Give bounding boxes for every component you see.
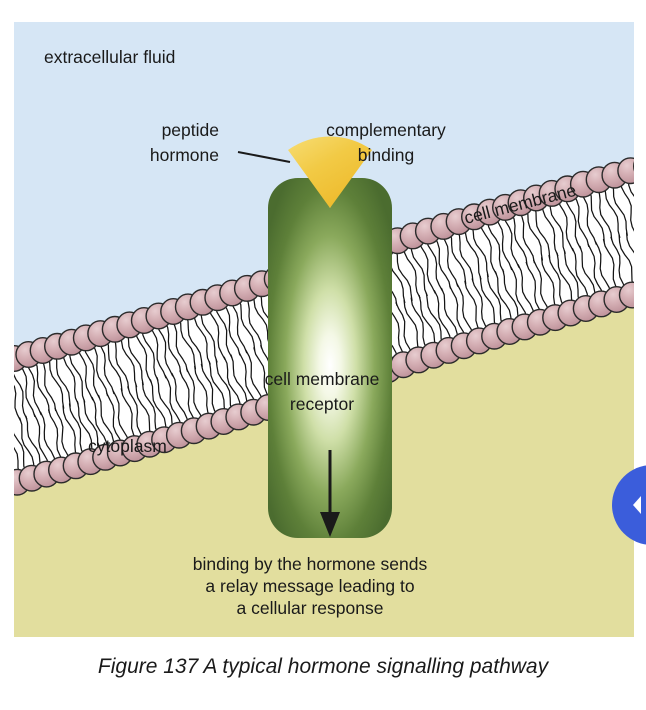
cytoplasm-label: cytoplasm — [88, 436, 167, 456]
cell-membrane-receptor-shape — [268, 178, 392, 538]
extracellular-fluid-label: extracellular fluid — [44, 47, 175, 67]
peptide-hormone-label-line1: peptide — [162, 120, 219, 140]
complementary-binding-label-line1: complementary — [326, 120, 446, 140]
response-text-line3: a cellular response — [237, 598, 384, 618]
peptide-hormone-leader-line — [237, 151, 291, 163]
figure-caption: Figure 137 A typical hormone signalling … — [98, 655, 550, 678]
receptor-label-line2: receptor — [290, 394, 354, 414]
response-text-line2: a relay message leading to — [205, 576, 414, 596]
peptide-hormone-label-line2: hormone — [150, 145, 219, 165]
chevron-left-icon — [633, 496, 641, 514]
prev-page-button[interactable] — [612, 465, 646, 545]
response-text-line1: binding by the hormone sends — [193, 554, 428, 574]
peptide-hormone-shape — [288, 136, 372, 208]
complementary-binding-label-line2: binding — [358, 145, 414, 165]
signalling-arrow — [320, 450, 340, 537]
receptor-label-line1: cell membrane — [265, 369, 380, 389]
